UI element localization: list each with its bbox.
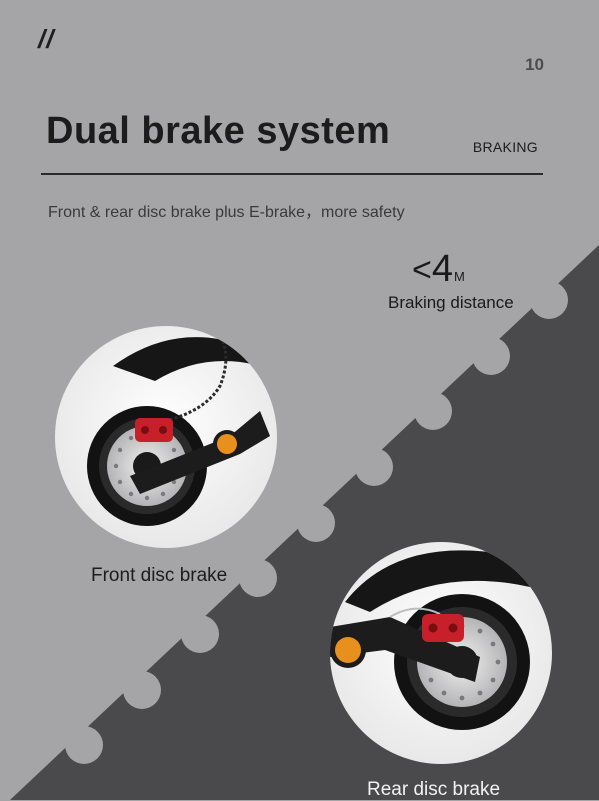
rear-brake-caption: Rear disc brake xyxy=(367,779,501,800)
front-disc-brake-photo xyxy=(55,326,277,548)
page-title: Dual brake system xyxy=(46,110,391,152)
quote-mark-icon: // xyxy=(38,24,55,54)
front-brake-caption: Front disc brake xyxy=(91,565,228,586)
scalloped-edge xyxy=(65,281,568,764)
page-number: 10 xyxy=(525,55,544,74)
title-divider xyxy=(41,173,543,175)
section-tag: BRAKING xyxy=(472,139,538,155)
metric-value: 4 xyxy=(431,248,453,290)
braking-distance-metric: < 4 M xyxy=(412,250,465,288)
rear-disc-brake-photo xyxy=(330,542,552,764)
subtitle: Front & rear disc brake plus E-brake，mor… xyxy=(48,204,405,221)
metric-unit: M xyxy=(454,269,465,284)
metric-label: Braking distance xyxy=(388,293,514,312)
less-than-symbol: < xyxy=(412,251,432,289)
